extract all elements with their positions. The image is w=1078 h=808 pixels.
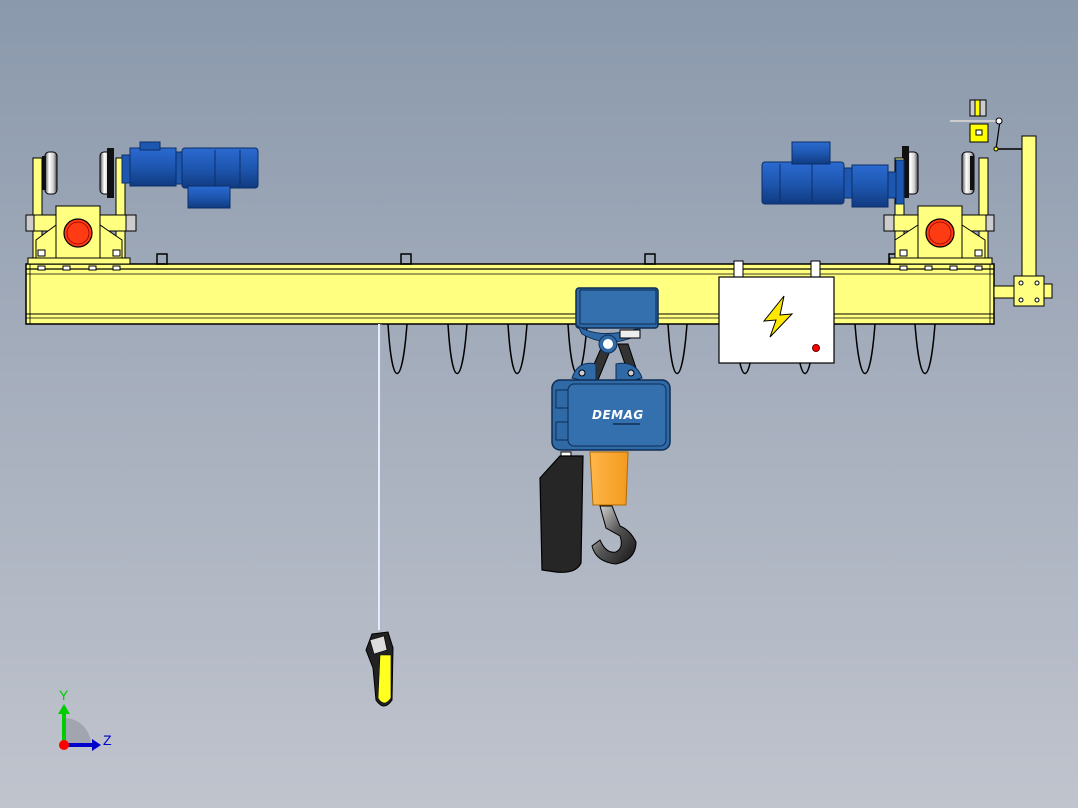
left-travel-motor[interactable] xyxy=(121,141,259,209)
x-axis-dot xyxy=(59,740,69,750)
right-travel-motor[interactable] xyxy=(761,141,905,208)
lightning-bolt-icon xyxy=(762,295,794,338)
chain-hoist[interactable]: DEMAG xyxy=(539,287,671,573)
limit-switch-assembly[interactable] xyxy=(950,99,1053,307)
hoist-brand-label: DEMAG xyxy=(592,408,644,422)
right-end-carriage[interactable] xyxy=(883,146,995,271)
left-end-carriage[interactable] xyxy=(25,148,137,271)
pendant-control[interactable] xyxy=(365,324,394,707)
z-axis-label: Z xyxy=(103,732,112,748)
main-girder[interactable] xyxy=(25,253,995,325)
y-axis-label: Y xyxy=(59,687,69,703)
festoon-cables xyxy=(387,323,936,375)
coordinate-triad: Y Z xyxy=(58,687,112,751)
indicator-light xyxy=(812,344,820,352)
electrical-panel[interactable] xyxy=(718,260,835,364)
